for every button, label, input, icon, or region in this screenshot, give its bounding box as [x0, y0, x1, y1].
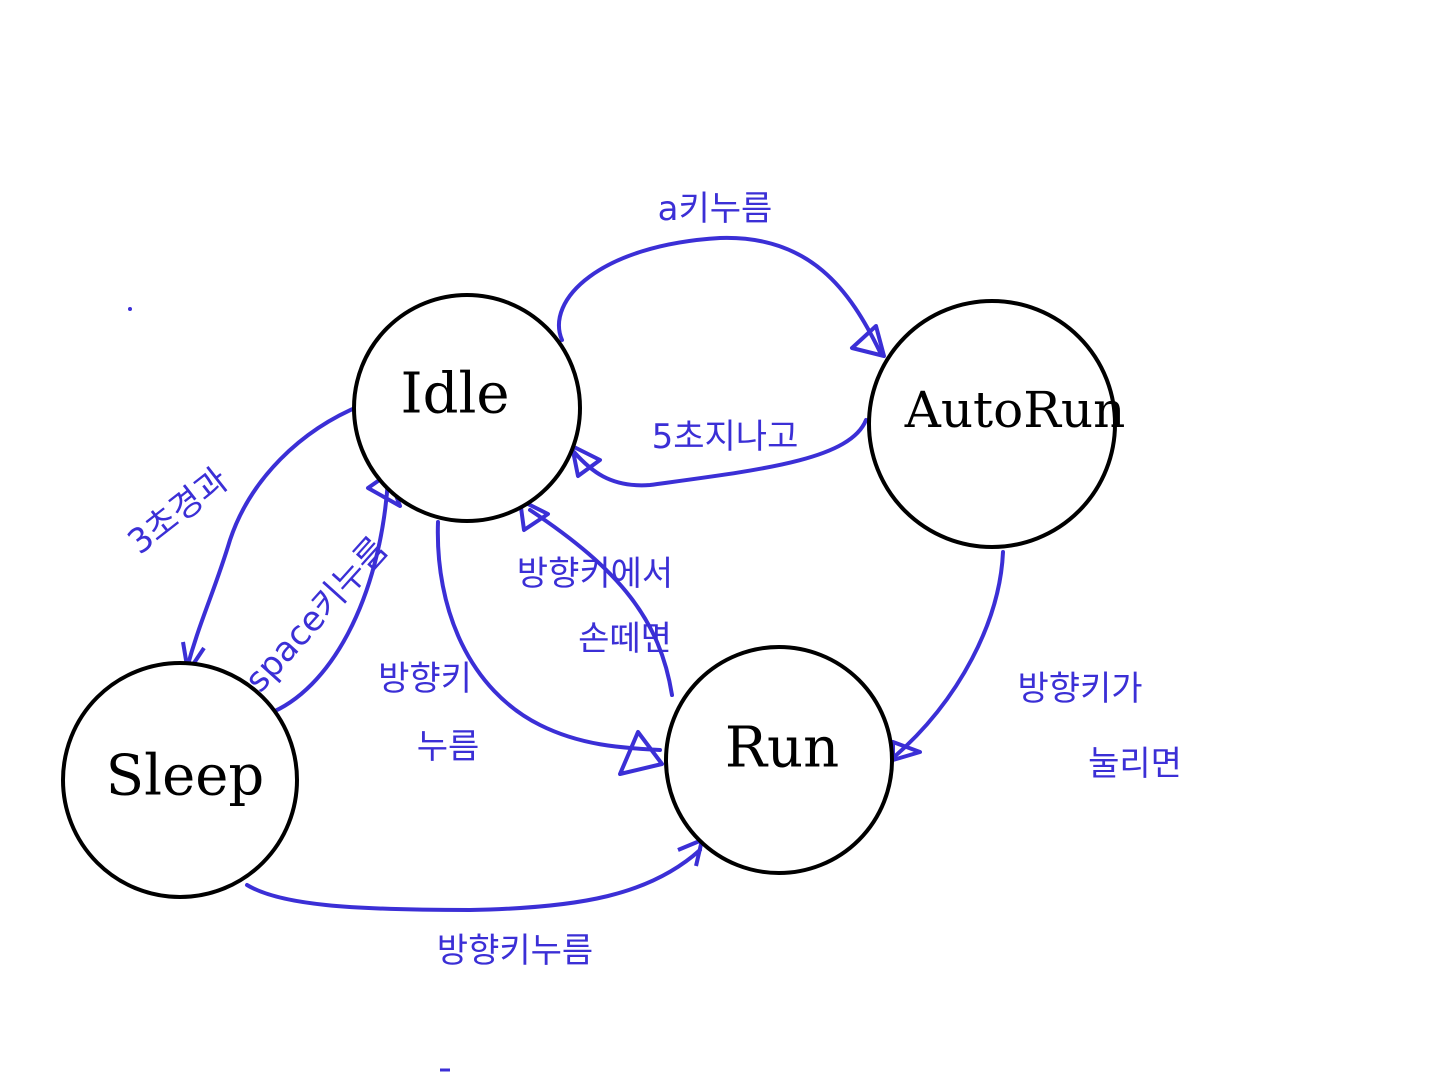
state-autorun-label: AutoRun	[904, 381, 1126, 439]
edge-sleep-to-idle: space키누름	[237, 472, 402, 716]
label-autorun-to-run-line2: 눌리면	[1088, 744, 1182, 784]
edge-idle-to-autorun: a키누름	[556, 189, 886, 358]
arrowhead-icon	[570, 444, 602, 478]
label-autorun-to-idle: 5초지나고	[652, 417, 799, 457]
label-idle-to-run-line2: 누름	[417, 727, 480, 767]
label-idle-to-sleep: 3초경과	[120, 460, 236, 563]
label-sleep-to-run: 방향키누름	[437, 931, 593, 971]
state-idle-label: Idle	[400, 362, 509, 427]
state-idle: Idle	[352, 293, 582, 523]
arrowhead-icon	[518, 498, 550, 532]
state-run: Run	[664, 645, 894, 875]
arrowhead-icon	[850, 324, 886, 358]
label-idle-to-run-line1: 방향키	[378, 659, 472, 699]
edge-autorun-to-run: 방향키가 눌리면	[891, 550, 1182, 784]
arrowhead-icon	[618, 730, 664, 776]
edge-sleep-to-run: 방향키누름	[245, 838, 704, 971]
edge-autorun-to-idle: 5초지나고	[570, 417, 868, 488]
state-sleep: Sleep	[61, 661, 299, 899]
label-idle-to-autorun: a키누름	[658, 189, 773, 229]
edge-run-to-idle: 방향키에서 손떼면	[517, 498, 674, 697]
label-autorun-to-run-line1: 방향키가	[1017, 669, 1142, 709]
state-run-label: Run	[725, 716, 839, 781]
stray-dot	[128, 307, 132, 311]
label-sleep-to-idle: space키누름	[237, 529, 396, 700]
state-sleep-label: Sleep	[106, 744, 264, 809]
edge-idle-to-run: 방향키 누름	[378, 520, 664, 776]
label-run-to-idle-line1: 방향키에서	[517, 554, 673, 594]
label-run-to-idle-line2: 손떼면	[578, 619, 672, 659]
state-autorun: AutoRun	[867, 299, 1126, 549]
